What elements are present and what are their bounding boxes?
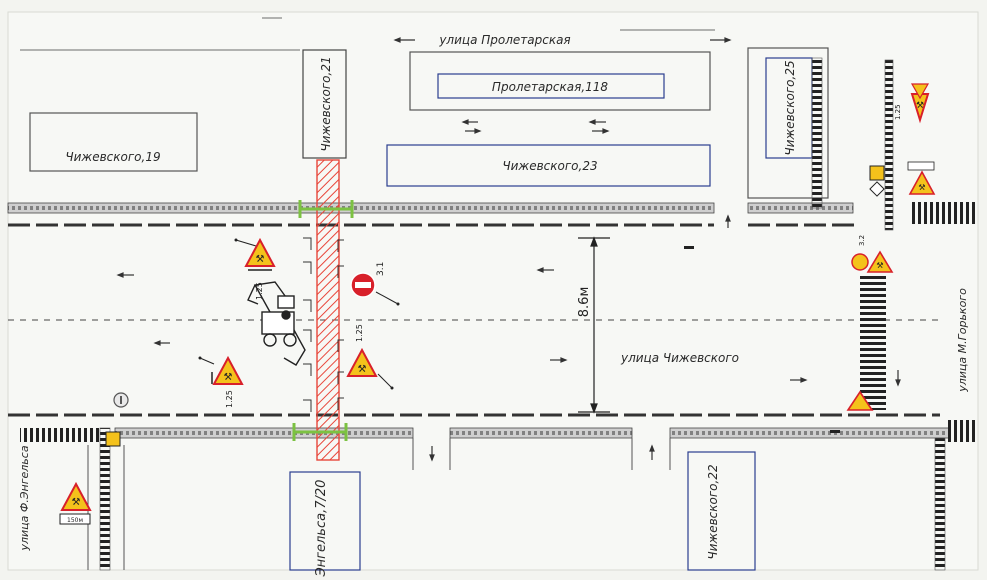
- building-label-chizhevskogo-21: Чижевского,21: [319, 56, 333, 151]
- road-works-sign-7: ⚒: [866, 250, 894, 273]
- trench-barriers: [303, 237, 344, 412]
- crosswalk-engelsa: [20, 428, 100, 442]
- round-info-sign: [113, 392, 129, 408]
- sign-poles: [198, 238, 840, 433]
- fence-upper: [298, 200, 354, 218]
- street-label-gorkogo: улица М.Горького: [956, 288, 969, 393]
- street-label-engelsa: улица Ф.Энгельса: [18, 445, 31, 551]
- sign-code-no-entry: 3.1: [376, 262, 386, 276]
- building-chizhevskogo-23: [386, 144, 711, 187]
- priority-road-sign: [869, 165, 885, 181]
- road-width-label: 8.6м: [577, 287, 592, 317]
- brick-wall-engelsa: [99, 427, 111, 571]
- crosswalk-gorkogo: [860, 275, 886, 410]
- street-label-proletarskaya: улица Пролетарская: [438, 33, 570, 47]
- svg-text:⚒: ⚒: [916, 101, 924, 111]
- svg-text:⚒: ⚒: [224, 372, 233, 383]
- building-label-chizhevskogo-19: Чижевского,19: [65, 150, 160, 164]
- building-label-chizhevskogo-25: Чижевского,25: [783, 60, 797, 155]
- sign-code-1: 1.25: [255, 282, 264, 300]
- sign-code-3: 1.25: [355, 324, 364, 342]
- building-proletarskaya-118-outer: [409, 51, 711, 111]
- fence-lower: [292, 423, 348, 441]
- road-works-sign-1: ⚒: [235, 237, 276, 271]
- brick-wall-chizhevskogo-25: [811, 57, 823, 209]
- road-works-sign-3: ⚒: [346, 347, 393, 389]
- building-label-chizhevskogo-22: Чижевского,22: [706, 464, 720, 559]
- sign-code-2: 1.25: [225, 390, 234, 408]
- lower-sidewalk: [114, 427, 951, 439]
- priority-diamond-sign: [869, 181, 885, 197]
- no-entry-sign: [350, 272, 399, 305]
- excavator-icon: [247, 281, 306, 366]
- road-works-sign-4: ⚒: [910, 83, 930, 124]
- building-label-proletarskaya-118: Пролетарская,118: [492, 80, 608, 94]
- direction-arrows: [116, 37, 901, 462]
- svg-text:⚒: ⚒: [72, 497, 81, 508]
- crosswalk-gorkogo-upper: [910, 202, 978, 224]
- building-proletarskaya-118: [437, 73, 665, 99]
- svg-text:⚒: ⚒: [358, 364, 367, 375]
- driveways: [412, 438, 671, 470]
- brick-wall-gorkogo-lower: [934, 437, 946, 571]
- excavation-trench: [316, 159, 340, 461]
- building-chizhevskogo-22: [687, 451, 756, 571]
- sign-code-no-traffic: 3.2: [858, 235, 866, 246]
- street-label-chizhevskogo: улица Чижевского: [620, 351, 739, 365]
- road-works-sign-2: ⚒: [199, 355, 244, 385]
- crosswalk-gorkogo-lower: [948, 420, 978, 442]
- building-chizhevskogo-21: [302, 49, 347, 159]
- upper-sidewalk: [7, 202, 854, 214]
- plan-sheet: [7, 11, 979, 571]
- sign-code-4: 1.25: [894, 104, 902, 120]
- brick-wall-gorkogo: [884, 59, 894, 231]
- building-label-chizhevskogo-23: Чижевского,23: [502, 159, 597, 173]
- svg-text:⚒: ⚒: [876, 261, 883, 270]
- pedestrian-crossing-sign: [105, 431, 121, 447]
- give-way-sign: [846, 390, 874, 411]
- building-engelsa-7-20: [289, 471, 361, 571]
- building-label-engelsa-7-20: Энгельса,7/20: [314, 480, 329, 578]
- distance-plate-label: 150м: [67, 517, 83, 524]
- road-works-sign-6: ⚒: [59, 481, 92, 525]
- road-works-sign-5: ⚒: [907, 161, 936, 195]
- road-width-dimension: [578, 236, 610, 414]
- svg-text:⚒: ⚒: [918, 183, 925, 192]
- building-chizhevskogo-19: [29, 112, 198, 172]
- no-traffic-sign: [851, 253, 869, 271]
- building-chizhevskogo-25-outer: [747, 47, 829, 199]
- svg-text:⚒: ⚒: [256, 254, 265, 265]
